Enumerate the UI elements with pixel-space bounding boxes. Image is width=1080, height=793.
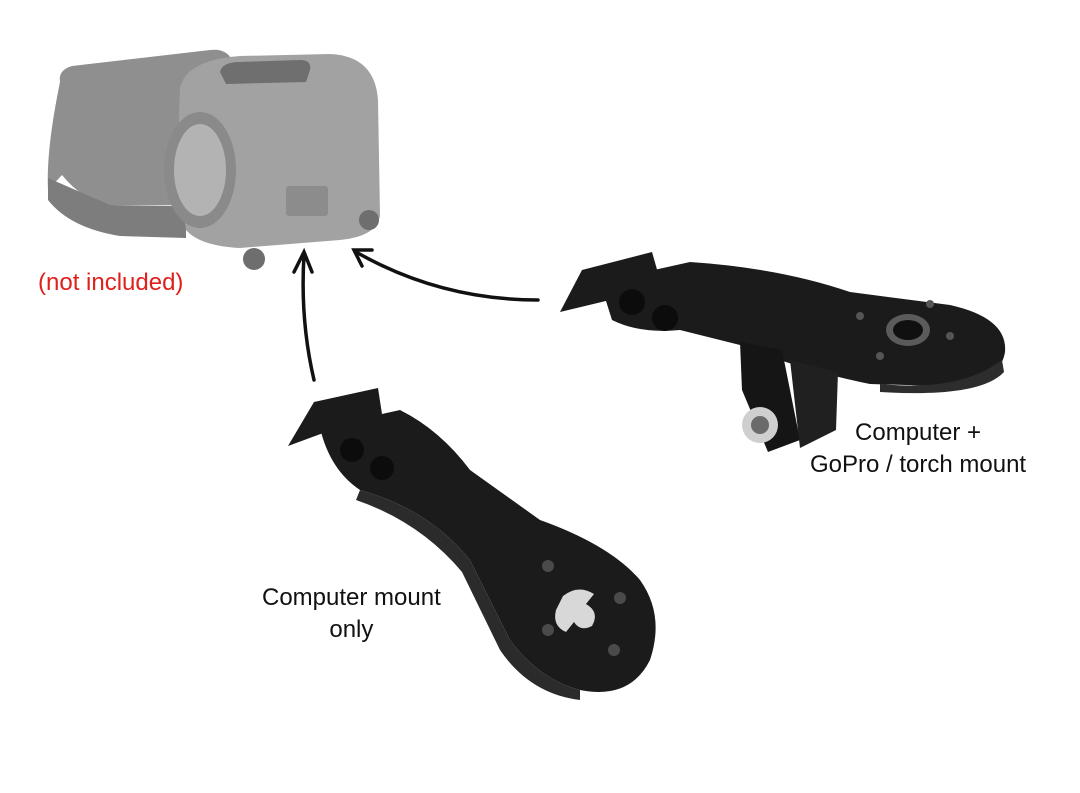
computer-mount-image bbox=[288, 388, 656, 700]
stem-bolt-left bbox=[243, 248, 265, 270]
bike-stem-image bbox=[47, 49, 380, 270]
not-included-label: (not included) bbox=[38, 267, 183, 299]
gopro-caption-line2: GoPro / torch mount bbox=[810, 451, 1027, 478]
computer-caption-line2: only bbox=[329, 616, 374, 643]
gopro-torch-mount-image bbox=[560, 252, 1006, 452]
computer-mount-caption: Computer mount only bbox=[262, 582, 441, 646]
arrow-left bbox=[351, 248, 540, 302]
computer-caption-line1: Computer mount bbox=[262, 584, 441, 611]
gopro-caption-line1: Computer + bbox=[855, 419, 982, 446]
stem-bolt-right bbox=[359, 210, 379, 230]
arrow-up bbox=[292, 247, 316, 382]
not-included-text: (not included) bbox=[38, 269, 184, 296]
gopro-torch-mount-caption: Computer + GoPro / torch mount bbox=[810, 417, 1026, 481]
